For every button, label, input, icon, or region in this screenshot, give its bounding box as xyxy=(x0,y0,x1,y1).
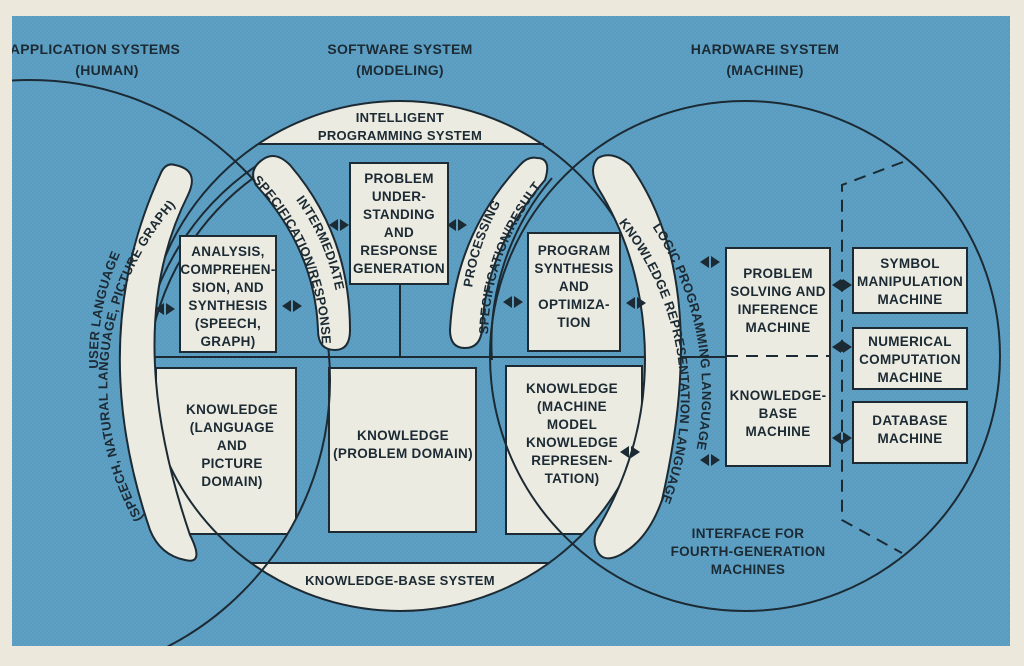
arrow-logic-knowledge-base xyxy=(700,454,720,466)
band-processing-specification xyxy=(448,156,549,350)
arrow-user-analysis xyxy=(155,303,175,315)
arrow-kb-database xyxy=(832,432,852,444)
svg-text:KNOWLEDGE-BASE SYSTEM: KNOWLEDGE-BASE SYSTEM xyxy=(305,573,495,588)
svg-text:MACHINE: MACHINE xyxy=(745,320,810,335)
svg-text:NUMERICAL: NUMERICAL xyxy=(868,334,952,349)
svg-text:SYNTHESIS: SYNTHESIS xyxy=(188,298,267,313)
svg-text:KNOWLEDGE: KNOWLEDGE xyxy=(526,381,618,396)
svg-text:BASE: BASE xyxy=(759,406,798,421)
box-knowledge-problem-domain: KNOWLEDGE (PROBLEM DOMAIN) xyxy=(328,367,477,533)
header-hardware-system: HARDWARE SYSTEM (MACHINE) xyxy=(691,41,839,78)
svg-text:RESPONSE: RESPONSE xyxy=(360,243,437,258)
arrow-problem-processing xyxy=(447,219,467,231)
svg-text:MACHINES: MACHINES xyxy=(711,562,785,577)
svg-text:KNOWLEDGE: KNOWLEDGE xyxy=(186,402,278,417)
band-intermediate-specification xyxy=(252,155,352,352)
box-program-synthesis: PROGRAM SYNTHESIS AND OPTIMIZA- TION xyxy=(527,232,621,352)
svg-text:INTELLIGENT: INTELLIGENT xyxy=(356,110,445,125)
svg-text:TION: TION xyxy=(557,315,590,330)
bidirectional-arrows xyxy=(155,219,852,466)
svg-text:SOFTWARE SYSTEM: SOFTWARE SYSTEM xyxy=(327,41,472,57)
svg-text:(HUMAN): (HUMAN) xyxy=(75,62,139,78)
svg-text:MACHINE: MACHINE xyxy=(877,370,942,385)
svg-text:PROBLEM: PROBLEM xyxy=(743,266,813,281)
svg-text:(LANGUAGE: (LANGUAGE xyxy=(190,420,274,435)
box-symbol-manipulation: SYMBOL MANIPULATION MACHINE xyxy=(852,247,968,314)
svg-text:MODEL: MODEL xyxy=(547,417,597,432)
arrow-processing-program xyxy=(503,296,523,308)
svg-text:SION, AND: SION, AND xyxy=(192,280,264,295)
arrow-logic-problem-solving xyxy=(700,256,720,268)
svg-text:PROBLEM: PROBLEM xyxy=(364,171,434,186)
interface-label: INTERFACE FOR FOURTH-GENERATION MACHINES xyxy=(671,526,826,577)
svg-text:KNOWLEDGE: KNOWLEDGE xyxy=(526,435,618,450)
svg-text:(MODELING): (MODELING) xyxy=(356,62,444,78)
svg-text:KNOWLEDGE: KNOWLEDGE xyxy=(357,428,449,443)
svg-text:OPTIMIZA-: OPTIMIZA- xyxy=(538,297,610,312)
svg-text:GENERATION: GENERATION xyxy=(353,261,445,276)
header-software-system: SOFTWARE SYSTEM (MODELING) xyxy=(327,41,472,78)
svg-text:PICTURE: PICTURE xyxy=(201,456,262,471)
svg-text:AND: AND xyxy=(217,438,247,453)
svg-text:DATABASE: DATABASE xyxy=(872,413,947,428)
svg-text:AND: AND xyxy=(559,279,589,294)
svg-text:APPLICATION SYSTEMS: APPLICATION SYSTEMS xyxy=(10,41,180,57)
application-circle xyxy=(12,79,331,646)
svg-text:UNDER-: UNDER- xyxy=(372,189,426,204)
box-knowledge-base-machine: KNOWLEDGE- BASE MACHINE xyxy=(730,388,827,439)
svg-text:SYMBOL: SYMBOL xyxy=(880,256,940,271)
svg-text:MACHINE: MACHINE xyxy=(745,424,810,439)
box-database-machine: DATABASE MACHINE xyxy=(852,401,968,464)
box-analysis-comprehension: ANALYSIS, COMPREHEN- SION, AND SYNTHESIS… xyxy=(179,235,277,353)
svg-text:COMPREHEN-: COMPREHEN- xyxy=(180,262,275,277)
svg-text:PROGRAMMING SYSTEM: PROGRAMMING SYSTEM xyxy=(318,128,482,143)
svg-text:(MACHINE: (MACHINE xyxy=(537,399,607,414)
arrow-solving-numerical xyxy=(832,341,852,353)
svg-text:(MACHINE): (MACHINE) xyxy=(726,62,803,78)
svg-text:DOMAIN): DOMAIN) xyxy=(201,474,262,489)
svg-text:MACHINE: MACHINE xyxy=(877,431,942,446)
band-user-language xyxy=(118,163,198,562)
svg-text:COMPUTATION: COMPUTATION xyxy=(859,352,961,367)
arrow-solving-symbol xyxy=(832,279,852,291)
svg-text:PROGRAM: PROGRAM xyxy=(538,243,611,258)
svg-text:TATION): TATION) xyxy=(545,471,600,486)
svg-text:(SPEECH,: (SPEECH, xyxy=(195,316,261,331)
svg-text:FOURTH-GENERATION: FOURTH-GENERATION xyxy=(671,544,826,559)
svg-text:(PROBLEM DOMAIN): (PROBLEM DOMAIN) xyxy=(333,446,473,461)
svg-text:MANIPULATION: MANIPULATION xyxy=(857,274,963,289)
arrow-knowledge-machine-logic xyxy=(620,446,640,458)
svg-text:GRAPH): GRAPH) xyxy=(200,334,255,349)
svg-text:KNOWLEDGE-: KNOWLEDGE- xyxy=(730,388,827,403)
arrow-analysis-intermediate xyxy=(282,300,302,312)
band-logic-programming-language xyxy=(592,154,682,560)
svg-text:STANDING: STANDING xyxy=(363,207,435,222)
header-application-systems: APPLICATION SYSTEMS (HUMAN) xyxy=(10,41,180,78)
svg-text:HARDWARE SYSTEM: HARDWARE SYSTEM xyxy=(691,41,839,57)
svg-text:INFERENCE: INFERENCE xyxy=(738,302,819,317)
box-problem-understanding: PROBLEM UNDER- STANDING AND RESPONSE GEN… xyxy=(349,162,449,285)
svg-text:REPRESEN-: REPRESEN- xyxy=(531,453,612,468)
svg-text:SYNTHESIS: SYNTHESIS xyxy=(534,261,613,276)
svg-text:MACHINE: MACHINE xyxy=(877,292,942,307)
arrow-program-logic xyxy=(626,297,646,309)
svg-text:INTERFACE FOR: INTERFACE FOR xyxy=(692,526,805,541)
box-numerical-computation: NUMERICAL COMPUTATION MACHINE xyxy=(852,327,968,390)
svg-text:SOLVING AND: SOLVING AND xyxy=(730,284,826,299)
arrow-intermediate-problem xyxy=(329,219,349,231)
box-problem-solving-inference: PROBLEM SOLVING AND INFERENCE MACHINE xyxy=(725,247,831,467)
svg-text:ANALYSIS,: ANALYSIS, xyxy=(191,244,264,259)
svg-text:AND: AND xyxy=(384,225,414,240)
